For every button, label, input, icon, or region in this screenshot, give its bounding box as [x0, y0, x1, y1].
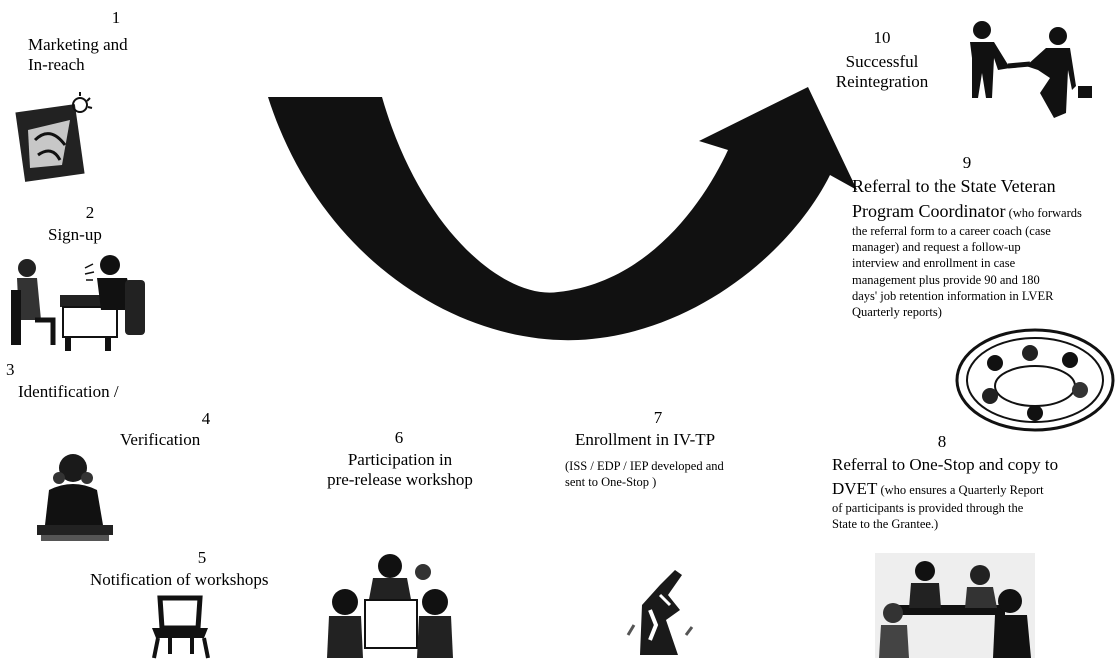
step-6-title-line-2: pre-release workshop	[327, 470, 473, 490]
step-9-detail-tail: (who forwards	[1005, 206, 1082, 220]
step-9-detail-line-2: manager) and request a follow-up	[852, 240, 1021, 255]
step-1-title: Marketing and In-reach	[28, 35, 128, 75]
step-6-title-line-1: Participation in	[347, 450, 453, 469]
step-9-detail-line-6: Quarterly reports)	[852, 305, 942, 320]
step-9-number: 9	[962, 153, 972, 172]
step-9-title: Referral to the State Veteran	[852, 176, 1056, 196]
step-9-detail-line-3: interview and enrollment in case	[852, 256, 1016, 271]
step-5-title: Notification of workshops	[90, 570, 269, 589]
step-1-number: 1	[111, 8, 121, 27]
person-thinking-icon	[37, 454, 113, 541]
step-7-detail: (ISS / EDP / IEP developed and sent to O…	[565, 458, 724, 491]
step-6-title: Participation in pre-release workshop	[315, 450, 485, 490]
step-10-title-line-1: Successful	[845, 52, 919, 71]
step-7-detail-line-1: (ISS / EDP / IEP developed and	[565, 459, 724, 473]
step-2-title: Sign-up	[48, 225, 102, 244]
step-1-title-line-2: In-reach	[28, 55, 85, 75]
step-10-title-line-2: Reintegration	[835, 72, 929, 92]
step-6-number: 6	[394, 428, 404, 447]
step-9-detail-line-4: management plus provide 90 and 180	[852, 272, 1040, 287]
step-2-number: 2	[85, 203, 95, 222]
step-8-detail-line-2: State to the Grantee.)	[832, 517, 939, 532]
step-5-number: 5	[197, 548, 207, 567]
office-meeting-icon	[875, 553, 1035, 658]
step-3-number: 3	[6, 360, 15, 379]
group-workshop-icon	[327, 554, 453, 658]
handshake-icon	[970, 21, 1092, 118]
step-7-title: Enrollment in IV-TP	[575, 430, 716, 449]
chair-icon	[152, 595, 210, 659]
step-10-title: Successful Reintegration	[818, 52, 946, 92]
step-7-detail-line-2: sent to One-Stop )	[565, 475, 657, 490]
step-8-number: 8	[937, 432, 947, 451]
step-10-number: 10	[873, 28, 891, 47]
step-8-title: Referral to One-Stop and copy to	[832, 455, 1059, 474]
interview-desk-icon	[11, 255, 145, 351]
step-4-title: Verification	[120, 430, 201, 449]
step-8-detail: DVET (who ensures a Quarterly Report of …	[832, 479, 1044, 532]
step-9-detail-line-5: days' job retention information in LVER	[852, 288, 1054, 303]
step-9-detail: Program Coordinator (who forwards the re…	[852, 201, 1082, 320]
step-3-title: Identification /	[18, 382, 119, 401]
step-1-title-line-1: Marketing and	[28, 35, 128, 54]
step-8-title-lead: DVET	[832, 479, 878, 498]
step-9-title-lead: Program Coordinator	[852, 201, 1006, 221]
step-4-number: 4	[201, 409, 211, 428]
step-8-detail-line-1: of participants is provided through the	[832, 500, 1024, 515]
step-8-detail-tail: (who ensures a Quarterly Report	[877, 483, 1044, 497]
climbing-figure-icon	[626, 570, 694, 655]
step-7-number: 7	[653, 408, 663, 427]
step-9-detail-line-1: the referral form to a career coach (cas…	[852, 223, 1051, 238]
team-table-icon	[955, 328, 1115, 432]
marketing-clipart-icon	[15, 92, 93, 182]
